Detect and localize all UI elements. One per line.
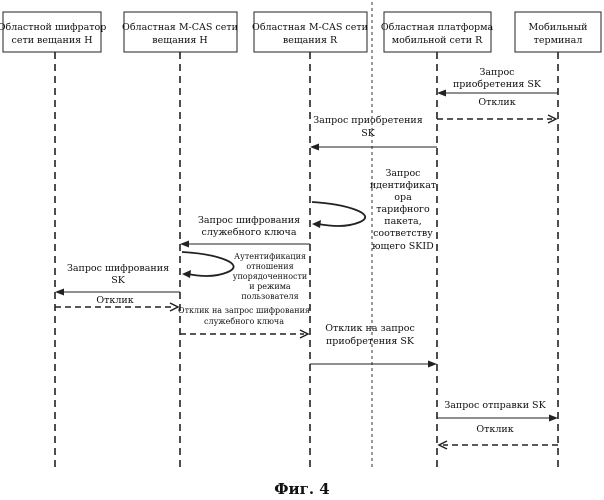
note-line: Аутентификация (234, 252, 306, 261)
message-response-3: Отклик (439, 424, 558, 449)
participant-label: мобильной сети R (392, 35, 483, 46)
note-tariff-package-identification: Запрос идентификат ора тарифного пакета,… (370, 168, 436, 252)
message-label: SK (361, 128, 376, 139)
note-line: отношения (246, 262, 293, 271)
participant-mcas-h: Областная M-CAS сети вещания H (122, 12, 238, 52)
participant-label: вещания H (152, 35, 207, 46)
message-label: служебного ключа (202, 227, 297, 238)
note-line: соответству (373, 228, 433, 239)
participant-label: терминал (534, 35, 583, 46)
note-line: пакета, (384, 216, 422, 227)
participant-encoder-h: Областной шифратор сети вещания H (0, 12, 106, 52)
self-loop-mcas-h (182, 252, 234, 278)
note-line: идентификат (370, 180, 436, 191)
message-label: приобретения SK (326, 336, 415, 347)
figure-caption: Фиг. 4 (274, 480, 329, 498)
message-label: Отклик (96, 295, 133, 306)
message-service-key-encryption-response: Отклик на запрос шифрования служебного к… (178, 306, 310, 338)
note-line: упорядоченности (233, 272, 308, 281)
message-label: Запрос шифрования (198, 215, 300, 226)
message-label: Запрос шифрования (67, 263, 169, 274)
note-line: Запрос (385, 168, 420, 179)
message-label: Отклик на запрос (325, 323, 415, 334)
note-line: тарифного (376, 204, 430, 215)
participant-label: Областная M-CAS сети (252, 22, 368, 33)
message-label: SK (111, 275, 126, 286)
participant-mcas-r: Областная M-CAS сети вещания R (252, 12, 368, 52)
note-authentication: Аутентификация отношения упорядоченности… (233, 252, 308, 301)
note-line: пользователя (241, 292, 298, 301)
message-response-2: Отклик (55, 295, 178, 311)
note-line: ора (394, 192, 412, 203)
message-label: приобретения SK (453, 79, 542, 90)
message-label: Отклик (478, 97, 515, 108)
message-sk-send-request: Запрос отправки SK (437, 400, 558, 422)
message-label: Запрос (479, 67, 514, 78)
participant-mobile-terminal: Мобильный терминал (515, 12, 601, 52)
participant-label: Областная M-CAS сети (122, 22, 238, 33)
note-line: и режима (249, 282, 291, 291)
message-label: Запрос приобретения (313, 115, 422, 126)
self-loop-mcas-r (312, 202, 365, 228)
participant-label: Областная платформа (381, 22, 494, 33)
message-sk-acquisition-request: Запрос приобретения SK (437, 67, 558, 97)
participant-label: сети вещания H (12, 35, 93, 46)
message-label: Запрос отправки SK (444, 400, 546, 411)
participant-label: вещания R (283, 35, 338, 46)
participant-label: Мобильный (529, 22, 588, 33)
message-label: служебного ключа (204, 317, 284, 326)
participant-label: Областной шифратор (0, 22, 106, 33)
message-label: Отклик (476, 424, 513, 435)
message-sk-encryption-request: Запрос шифрования SK (55, 263, 180, 296)
message-service-key-encryption-request: Запрос шифрования служебного ключа (180, 215, 310, 248)
message-sk-acquisition-response: Отклик на запрос приобретения SK (310, 323, 437, 368)
message-label: Отклик на запрос шифрования (178, 306, 310, 315)
message-sk-acquisition-request-2: Запрос приобретения SK (310, 115, 437, 151)
note-line: ющего SKID (372, 241, 434, 252)
message-response-1: Отклик (437, 97, 556, 123)
participant-platform-r: Областная платформа мобильной сети R (381, 12, 494, 52)
